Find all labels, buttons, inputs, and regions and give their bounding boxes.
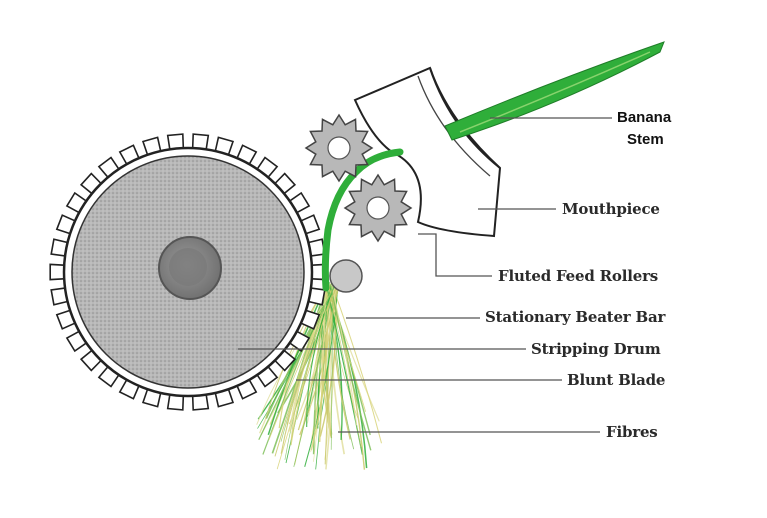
fibres-spray: [256, 281, 382, 470]
feed-rollers-leader: [418, 233, 492, 277]
fibre-strand: [330, 282, 382, 444]
blunt-blade-label: Blunt Blade: [567, 371, 666, 389]
stationary-beater-bar: [329, 259, 363, 293]
beater-bar-label: Stationary Beater Bar: [485, 308, 666, 326]
fibre-strand: [293, 285, 335, 467]
feed-roller-top: [304, 113, 374, 183]
fibre-strand: [304, 291, 338, 467]
stripping-drum-label: Stripping Drum: [531, 340, 661, 358]
fibres-label: Fibres: [606, 423, 658, 441]
banana-stem-label: Banana Stem: [617, 107, 671, 151]
fibre-strand: [330, 284, 334, 450]
fibre-strand: [326, 289, 367, 412]
mouthpiece-label: Mouthpiece: [562, 200, 660, 218]
banana-stem-label-line1: Banana: [617, 109, 672, 126]
fibre-strand: [280, 288, 337, 454]
stem-path: [321, 148, 404, 292]
banana-stem-label-line2: Stem: [627, 131, 664, 148]
leader-lines: [238, 117, 612, 433]
feed-roller-bottom: [343, 173, 413, 243]
fibre-strand: [290, 288, 337, 446]
fibre-strand: [306, 282, 337, 428]
fibre-strand: [330, 284, 358, 426]
feed-rollers-label: Fluted Feed Rollers: [498, 267, 659, 285]
fibre-strand: [329, 291, 362, 447]
fibre-strand: [310, 289, 326, 453]
stripping-drum: [49, 133, 327, 411]
fibre-strand: [258, 284, 336, 441]
